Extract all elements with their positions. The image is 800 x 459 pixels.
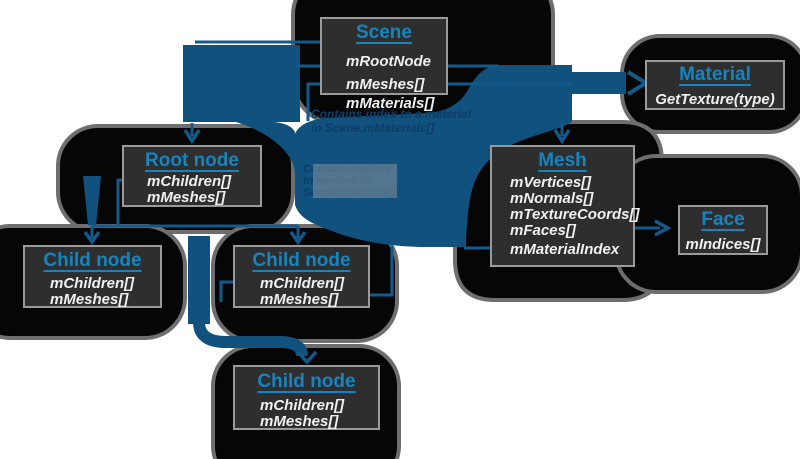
annotation-material-index-line2: in Scene.mMaterials[] [311,121,435,135]
child-node-1-title: Child node [43,250,142,271]
arrowhead-child1 [83,230,101,246]
child2-mchildren-elbow [219,280,237,302]
mesh-field: mMaterialIndex [510,241,620,258]
mesh-field: mVertices[] [510,174,592,191]
root-node-field: mMeshes[] [147,189,226,206]
scene-title: Scene [356,22,412,43]
mesh-to-material-thick-arrow [570,72,626,94]
scene-field: mRootNode [346,53,431,70]
arrowhead-root [183,129,201,145]
child-node-2-field: mChildren[] [260,275,345,292]
scene-field: mMeshes[] [346,76,425,93]
child-node-1-box: Child node mChildren[] mMeshes[] [23,245,162,308]
child-node-3-field: mChildren[] [260,397,345,414]
mesh-field: mTextureCoords[] [510,206,640,223]
child-node-2-title: Child node [252,250,351,271]
root-node-title: Root node [145,150,239,171]
root-to-child1-thick-arrow [83,176,101,225]
child-node-2-box: Child node mChildren[] mMeshes[] [233,245,370,308]
annotation-material-index-line1: Contains index to a material [311,107,472,121]
root-node-field: mChildren[] [147,173,232,190]
root-node-box: Root node mChildren[] mMeshes[] [122,145,262,207]
face-title: Face [701,209,745,230]
material-box: Material GetTexture(type) [645,60,785,110]
face-box: Face mIndices[] [678,205,768,255]
child-node-1-field: mMeshes[] [50,291,129,308]
arrowhead-child3 [296,350,318,365]
child2-to-child3-thick-arrow-curve [193,300,308,357]
mesh-field: mNormals[] [510,190,594,207]
child-node-3-box: Child node mChildren[] mMeshes[] [233,365,380,430]
scene-to-rootnode-thick-arrow [183,45,300,122]
arrowhead-child2 [289,230,307,246]
face-field: mIndices[] [685,236,761,253]
mesh-title: Mesh [538,150,587,171]
child-node-3-title: Child node [257,371,356,392]
scene-field: mMaterials[] [346,95,435,112]
material-field: GetTexture(type) [655,91,775,108]
child-node-2-field: mMeshes[] [260,291,339,308]
center-thick-arrow-mass [295,65,572,247]
arrowhead-mesh [553,129,571,145]
child-node-1-field: mChildren[] [50,275,135,292]
arrowhead-face [654,219,672,237]
mesh-field: mFaces[] [510,222,576,239]
mesh-box: Mesh mVertices[] mNormals[] mTextureCoor… [490,145,639,267]
child-node-3-field: mMeshes[] [260,413,339,430]
material-title: Material [679,64,751,85]
annotation-overlay-box [313,164,397,198]
scene-box: Scene mRootNode mMeshes[] mMaterials[] [320,17,448,112]
thick-arrow-neck [236,122,295,178]
